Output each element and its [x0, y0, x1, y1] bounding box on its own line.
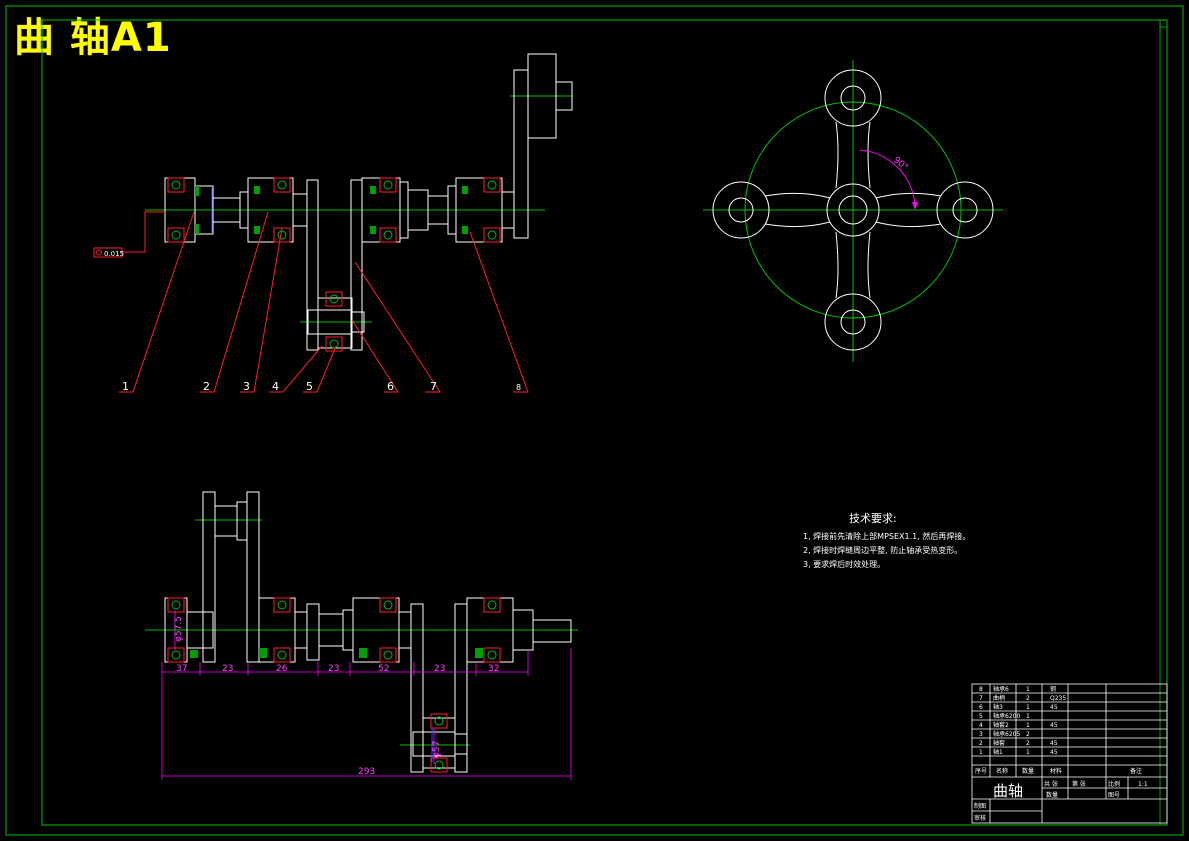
- svg-text:6: 6: [979, 704, 983, 711]
- svg-text:轴承6200: 轴承6200: [993, 712, 1020, 720]
- svg-text:图号: 图号: [1108, 792, 1120, 799]
- technical-requirements: 技术要求: 1, 焊接前先清除上部MPSEX1.1, 然后再焊接。 2, 焊接时…: [803, 512, 970, 572]
- svg-text:1: 1: [979, 749, 983, 756]
- svg-text:8: 8: [979, 686, 983, 693]
- dim-4: 23: [328, 664, 339, 674]
- svg-text:曲柄: 曲柄: [993, 694, 1005, 702]
- outer-border: [5, 5, 1184, 836]
- top-shaft-view: 0.015 1 2 3 4 5 6 7 8: [93, 53, 573, 393]
- tech-item: 3, 要求焊后时效处理。: [803, 560, 886, 569]
- tech-item: 1, 焊接前先清除上部MPSEX1.1, 然后再焊接。: [803, 532, 971, 541]
- dim-7: 32: [488, 664, 499, 674]
- callout-7: 7: [430, 380, 437, 393]
- svg-text:比例: 比例: [1108, 780, 1120, 788]
- svg-text:1:1: 1:1: [1138, 781, 1148, 788]
- dim-6: 23: [434, 664, 445, 674]
- svg-text:轴套: 轴套: [993, 739, 1005, 747]
- svg-text:45: 45: [1050, 704, 1058, 711]
- svg-text:审核: 审核: [974, 814, 986, 822]
- svg-text:3: 3: [979, 731, 983, 738]
- svg-text:钢: 钢: [1050, 685, 1056, 693]
- tolerance-frame: [93, 247, 123, 258]
- title-block: [971, 683, 1168, 824]
- callout-8: 8: [516, 383, 521, 392]
- svg-text:7: 7: [979, 695, 983, 702]
- tech-heading: 技术要求:: [849, 512, 897, 525]
- svg-text:共 张: 共 张: [1044, 780, 1058, 788]
- svg-text:1: 1: [1026, 749, 1030, 756]
- side-view: 90°: [703, 60, 1003, 362]
- drawing-title: 曲 轴A1: [14, 15, 172, 61]
- callout-5: 5: [306, 380, 313, 393]
- svg-text:数量: 数量: [1022, 767, 1034, 775]
- svg-text:第 张: 第 张: [1072, 780, 1086, 788]
- dim-left-vertical: φ57.5: [174, 616, 184, 642]
- svg-text:备注: 备注: [1130, 767, 1142, 775]
- callout-4: 4: [272, 380, 279, 393]
- svg-text:4: 4: [979, 722, 983, 729]
- svg-text:1: 1: [1026, 686, 1030, 693]
- callout-1: 1: [122, 380, 129, 393]
- svg-text:Q235: Q235: [1050, 695, 1066, 702]
- title-block-name: 曲轴: [993, 782, 1023, 800]
- callout-2: 2: [203, 380, 210, 393]
- svg-text:45: 45: [1050, 740, 1058, 747]
- tech-item: 2, 焊接时焊缝周边平整, 防止轴承受热变形。: [803, 546, 963, 555]
- svg-text:轴3: 轴3: [993, 703, 1003, 711]
- svg-text:轴套2: 轴套2: [993, 721, 1009, 729]
- svg-text:轴承6205: 轴承6205: [993, 730, 1020, 738]
- svg-text:2: 2: [1026, 740, 1030, 747]
- angle-label: 90°: [891, 155, 910, 173]
- svg-text:名称: 名称: [996, 767, 1008, 775]
- dim-lower-vertical: φ57: [432, 741, 442, 758]
- svg-text:制图: 制图: [974, 802, 986, 810]
- callout-6: 6: [387, 380, 394, 393]
- dim-2: 23: [222, 664, 233, 674]
- dim-5: 52: [378, 664, 389, 674]
- svg-text:数量: 数量: [1046, 791, 1058, 799]
- svg-text:2: 2: [1026, 731, 1030, 738]
- svg-text:轴承6: 轴承6: [993, 685, 1009, 693]
- bottom-shaft-view: 37 23 26 23 52 23 32 293 φ57.5 φ57: [145, 491, 578, 780]
- svg-text:1: 1: [1026, 713, 1030, 720]
- svg-text:45: 45: [1050, 722, 1058, 729]
- callout-3: 3: [243, 380, 250, 393]
- svg-text:序号: 序号: [975, 767, 987, 775]
- svg-text:材料: 材料: [1050, 767, 1062, 775]
- svg-text:1: 1: [1026, 704, 1030, 711]
- dim-3: 26: [276, 664, 288, 674]
- svg-text:45: 45: [1050, 749, 1058, 756]
- dim-overall: 293: [358, 767, 375, 777]
- dim-1: 37: [176, 664, 187, 674]
- svg-text:5: 5: [979, 713, 983, 720]
- svg-text:1: 1: [1026, 722, 1030, 729]
- tolerance-value: 0.015: [104, 250, 124, 258]
- svg-text:2: 2: [1026, 695, 1030, 702]
- parts-table-text: 8 轴承6 1 钢 7 曲柄 2 Q235 6 轴3 1 45 5 轴承6200…: [974, 685, 1148, 822]
- svg-text:2: 2: [979, 740, 983, 747]
- svg-text:轴1: 轴1: [993, 748, 1003, 756]
